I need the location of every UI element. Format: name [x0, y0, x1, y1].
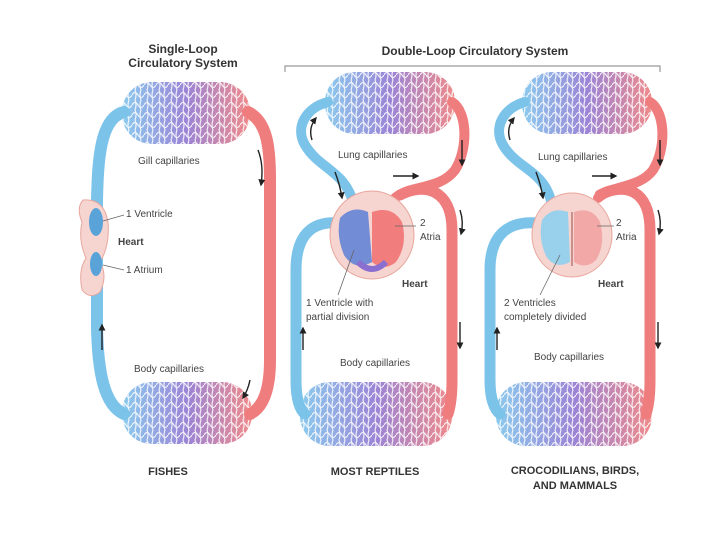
- mammal-lung-capillary-bed: [522, 72, 652, 134]
- reptile-body-capillary-bed: [300, 382, 452, 446]
- mammal-atria-number-label: 2: [616, 218, 622, 230]
- mammal-heart-label: Heart: [598, 279, 624, 291]
- reptile-body-capillaries-label: Body capillaries: [340, 358, 410, 370]
- fish-panel: [79, 82, 270, 444]
- mammal-lung-capillaries-label: Lung capillaries: [538, 152, 608, 164]
- fish-atrium-leader: [103, 265, 124, 270]
- mammal-arrow-pulm-up: [509, 118, 514, 140]
- reptile-lung-capillary-bed: [325, 72, 455, 134]
- mammal-ventricles-label-line2: completely divided: [504, 312, 586, 324]
- fish-body-capillaries-label: Body capillaries: [134, 364, 204, 376]
- fish-gill-capillary-bed: [122, 82, 250, 144]
- reptile-atria-label: Atria: [420, 232, 441, 244]
- reptile-ventricle-label-line2: partial division: [306, 312, 369, 324]
- reptile-lung-capillaries-label: Lung capillaries: [338, 150, 408, 162]
- reptile-panel: [296, 72, 464, 446]
- reptile-heart-label: Heart: [402, 279, 428, 291]
- fish-caption: FISHES: [118, 465, 218, 480]
- fish-body-capillary-bed: [122, 382, 252, 444]
- fish-atrium-label: 1 Atrium: [126, 265, 163, 277]
- fish-heart: [79, 200, 108, 296]
- mammal-caption-line1: CROCODILIANS, BIRDS,: [495, 464, 655, 479]
- mammal-caption-line2: AND MAMMALS: [495, 479, 655, 494]
- reptile-caption: MOST REPTILES: [300, 465, 450, 480]
- mammal-panel: [490, 72, 662, 446]
- single-loop-title-line1: Single-Loop: [118, 42, 248, 56]
- reptile-arrow-pulm-up: [311, 118, 316, 140]
- fish-arrow-gill-right: [258, 150, 262, 185]
- mammal-atria-label: Atria: [616, 232, 637, 244]
- mammal-arrow-right-mid: [658, 210, 660, 234]
- reptile-heart: [330, 191, 414, 279]
- fish-red-vessel: [248, 112, 270, 414]
- double-loop-bracket: [285, 66, 660, 72]
- reptile-ventricle-label-line1: 1 Ventricle with: [306, 298, 373, 310]
- mammal-ventricles-label-line1: 2 Ventricles: [504, 298, 556, 310]
- mammal-body-capillaries-label: Body capillaries: [534, 352, 604, 364]
- fish-gill-capillaries-label: Gill capillaries: [138, 156, 200, 168]
- single-loop-title-line2: Circulatory System: [108, 56, 258, 70]
- fish-heart-label: Heart: [118, 237, 144, 249]
- reptile-atria-number-label: 2: [420, 218, 426, 230]
- double-loop-title: Double-Loop Circulatory System: [370, 44, 580, 58]
- mammal-heart: [532, 193, 612, 277]
- mammal-body-capillary-bed: [496, 382, 652, 446]
- fish-ventricle-label: 1 Ventricle: [126, 209, 173, 221]
- reptile-arrow-right-mid: [460, 210, 462, 234]
